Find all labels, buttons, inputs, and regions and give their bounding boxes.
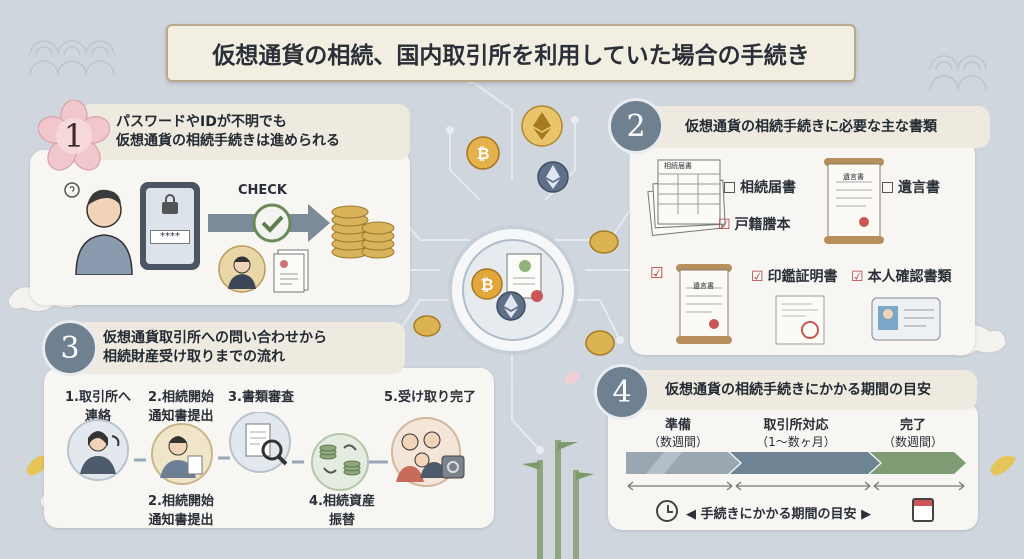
section1-number: 1 <box>63 117 85 155</box>
flow-step-4-line2: 振替 <box>328 513 355 528</box>
flow-step-4-line1: 4.相続資産 <box>309 494 375 509</box>
will-scroll-icon-2 <box>676 264 732 344</box>
doc-item-label-4: 本人確認書類 <box>867 269 952 285</box>
phase-3-name: 完了 <box>899 418 926 433</box>
calendar-icon <box>912 498 934 522</box>
doc-item-family-register: ☑戸籍謄本 <box>718 214 791 234</box>
timeline-bar <box>626 452 966 491</box>
flow-step-1-line1: 1.取引所へ <box>65 390 131 405</box>
arrow-check-icon <box>208 203 330 243</box>
advisor-avatar-icon <box>218 245 266 293</box>
gold-coin-icon-3 <box>585 330 615 356</box>
flow-step-5: 5.受け取り完了 <box>384 390 476 405</box>
seal-cert-icon <box>775 295 825 345</box>
doc-item-label-0: 相続届書 <box>740 180 796 196</box>
section3-number: 3 <box>42 320 98 376</box>
doc-item-id-documents: ☑本人確認書類 <box>851 266 952 286</box>
will-scroll-icon <box>824 158 884 244</box>
doc-item-label-3: 印鑑証明書 <box>767 269 838 285</box>
checkmark-icon: ☑ <box>718 217 731 233</box>
section3-line1: 仮想通貨取引所への問い合わせから <box>103 330 327 347</box>
doc-item-label-2: 戸籍謄本 <box>734 217 791 233</box>
flow-step-3: 3.書類審査 <box>228 390 294 405</box>
tablet: **** <box>140 182 200 270</box>
section1-line2: 仮想通貨の相続手続きは進められる <box>116 133 340 149</box>
flow-step-2-top: 2.相続開始 通知書提出 <box>138 386 224 424</box>
period-caption-text: 手続きにかかる期間の目安 <box>700 507 857 522</box>
btc-coin-icon: ₿ <box>466 136 500 170</box>
checkmark-icon: ☑ <box>851 269 864 285</box>
gold-coin-icon-2 <box>413 315 441 337</box>
flow-step-4: 4.相続資産 振替 <box>300 490 384 528</box>
title-banner: 仮想通貨の相続、国内取引所を利用していた場合の手続き <box>166 24 856 82</box>
phase-1-label: 準備 （数週間） <box>628 414 728 450</box>
inheritance-form-heading: 相続届書 <box>664 162 692 170</box>
page-title: 仮想通貨の相続、国内取引所を利用していた場合の手続き <box>212 43 810 69</box>
will-heading: 遺言書 <box>843 173 864 181</box>
section4-header: 仮想通貨の相続手続きにかかる期間の目安 <box>625 370 977 410</box>
eth-dark-coin-icon <box>537 161 569 193</box>
arrow-left-icon: ◀ <box>686 507 701 522</box>
section1-line1: パスワードやIDが不明でも <box>116 114 287 131</box>
id-card-icon <box>871 297 941 341</box>
flow-illustrations <box>67 412 465 491</box>
inheritance-form-icon <box>647 159 726 236</box>
section4-number: 4 <box>594 364 650 420</box>
section2-number: 2 <box>608 98 664 154</box>
check-label: CHECK <box>238 183 287 198</box>
checkmark-icon-standalone: ☑ <box>650 264 664 282</box>
flow-step-2-bottom-line1: 2.相続開始 <box>148 494 214 509</box>
doc-item-inheritance-form: 相続届書 <box>724 177 796 197</box>
section3-line2: 相続財産受け取りまでの流れ <box>103 349 285 365</box>
clock-icon <box>656 500 678 522</box>
sakura-badge-icon <box>38 100 110 171</box>
coin-stack-icon <box>331 205 395 259</box>
section2-title: 仮想通貨の相続手続きに必要な主な書類 <box>685 118 937 135</box>
section3-header: 仮想通貨取引所への問い合わせから 相続財産受け取りまでの流れ <box>75 322 405 374</box>
flow-step-2-top-line1: 2.相続開始 <box>148 390 214 405</box>
phase-2-name: 取引所対応 <box>763 418 829 433</box>
flow-step-2-bottom: 2.相続開始 通知書提出 <box>138 490 224 528</box>
doc-item-label-1: 遺言書 <box>898 180 940 196</box>
phase-2-sub: （1〜数ヶ月） <box>756 435 836 449</box>
gold-coin-icon <box>589 230 619 254</box>
phase-1-sub: （数週間） <box>647 435 708 449</box>
center-coins-icon: ₿ <box>471 253 543 321</box>
svg-text:₿: ₿ <box>480 275 493 294</box>
arrow-right-icon: ▶ <box>856 507 872 522</box>
document-icon <box>273 249 309 293</box>
flow-step-2-top-line2: 通知書提出 <box>148 409 214 424</box>
checkbox-icon <box>724 182 735 193</box>
phase-1-name: 準備 <box>664 418 691 433</box>
period-caption: ◀ 手続きにかかる期間の目安 ▶ <box>686 503 871 522</box>
flow-step-2-bottom-line2: 通知書提出 <box>148 513 214 528</box>
pin-field: **** <box>150 230 190 244</box>
checkmark-icon: ☑ <box>751 269 764 285</box>
phase-3-label: 完了 （数週間） <box>868 414 958 450</box>
svg-text:₿: ₿ <box>476 144 489 163</box>
doc-item-seal-certificate: ☑印鑑証明書 <box>751 266 838 286</box>
section4-title: 仮想通貨の相続手続きにかかる期間の目安 <box>665 381 931 398</box>
phase-2-label: 取引所対応 （1〜数ヶ月） <box>736 414 856 450</box>
checkbox-icon <box>882 182 893 193</box>
worried-person-icon <box>64 182 133 275</box>
section2-header: 仮想通貨の相続手続きに必要な主な書類 <box>645 106 990 148</box>
section1-header: パスワードやIDが不明でも 仮想通貨の相続手続きは進められる <box>80 104 410 160</box>
doc-item-will: 遺言書 <box>882 177 940 197</box>
eth-coin-icon <box>521 105 563 147</box>
lock-icon <box>162 202 178 214</box>
phase-3-sub: （数週間） <box>882 435 943 449</box>
will-heading-2: 遺言書 <box>693 282 714 290</box>
